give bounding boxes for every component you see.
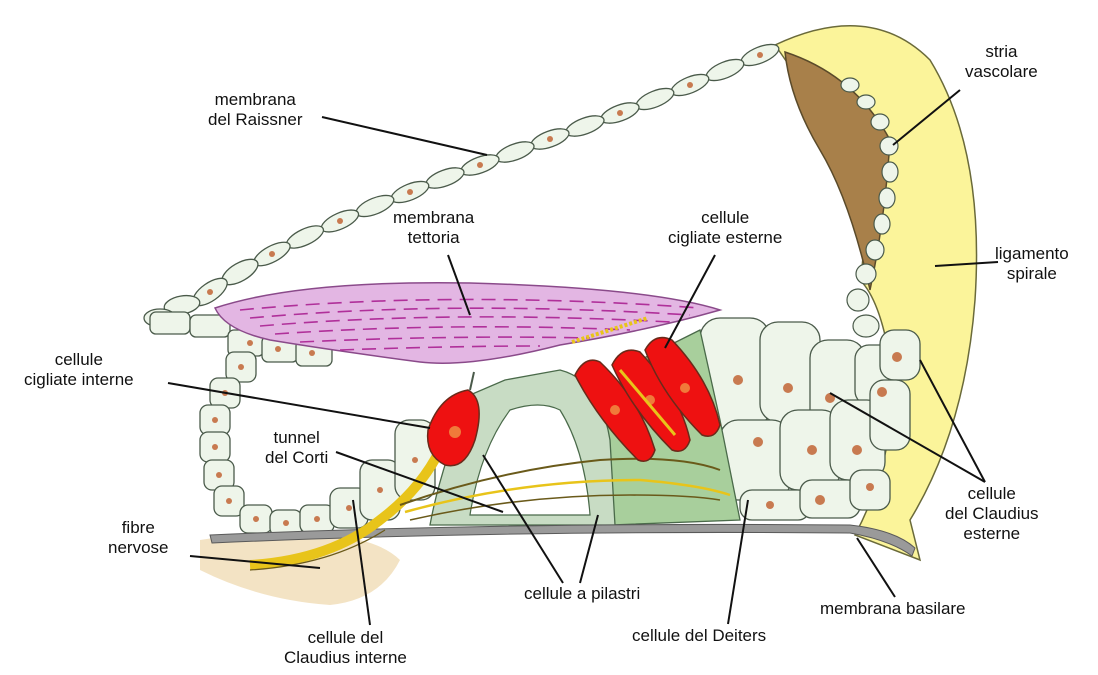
label-line: cellule [24, 350, 134, 370]
label-line: cellule [945, 484, 1039, 504]
label-line: nervose [108, 538, 168, 558]
label-line: membrana [208, 90, 303, 110]
label-line: membrana basilare [820, 599, 966, 619]
label-membrana-tettoria: membrana tettoria [393, 208, 474, 248]
label-line: stria [965, 42, 1038, 62]
label-tunnel-del-corti: tunnel del Corti [265, 428, 328, 468]
label-membrana-raissner: membrana del Raissner [208, 90, 303, 130]
label-fibre-nervose: fibre nervose [108, 518, 168, 558]
label-line: del Corti [265, 448, 328, 468]
label-line: del Raissner [208, 110, 303, 130]
label-line: cellule del [284, 628, 407, 648]
label-line: esterne [945, 524, 1039, 544]
label-line: Claudius interne [284, 648, 407, 668]
label-line: ligamento [995, 244, 1069, 264]
label-cellule-claudius-esterne: cellule del Claudius esterne [945, 484, 1039, 544]
label-line: cellule [668, 208, 782, 228]
label-cellule-cigliate-esterne: cellule cigliate esterne [668, 208, 782, 248]
label-line: spirale [995, 264, 1069, 284]
label-ligamento-spirale: ligamento spirale [995, 244, 1069, 284]
label-line: membrana [393, 208, 474, 228]
label-line: fibre [108, 518, 168, 538]
spiral-lamina [200, 533, 400, 605]
label-cellule-del-deiters: cellule del Deiters [632, 626, 766, 646]
label-cellule-a-pilastri: cellule a pilastri [524, 584, 640, 604]
label-line: cellule a pilastri [524, 584, 640, 604]
label-line: cellule del Deiters [632, 626, 766, 646]
label-line: cigliate esterne [668, 228, 782, 248]
label-cellule-cigliate-interne: cellule cigliate interne [24, 350, 134, 390]
label-line: tunnel [265, 428, 328, 448]
label-line: cigliate interne [24, 370, 134, 390]
label-stria-vascolare: stria vascolare [965, 42, 1038, 82]
label-membrana-basilare: membrana basilare [820, 599, 966, 619]
label-line: tettoria [393, 228, 474, 248]
label-line: vascolare [965, 62, 1038, 82]
label-cellule-claudius-interne: cellule del Claudius interne [284, 628, 407, 668]
label-line: del Claudius [945, 504, 1039, 524]
